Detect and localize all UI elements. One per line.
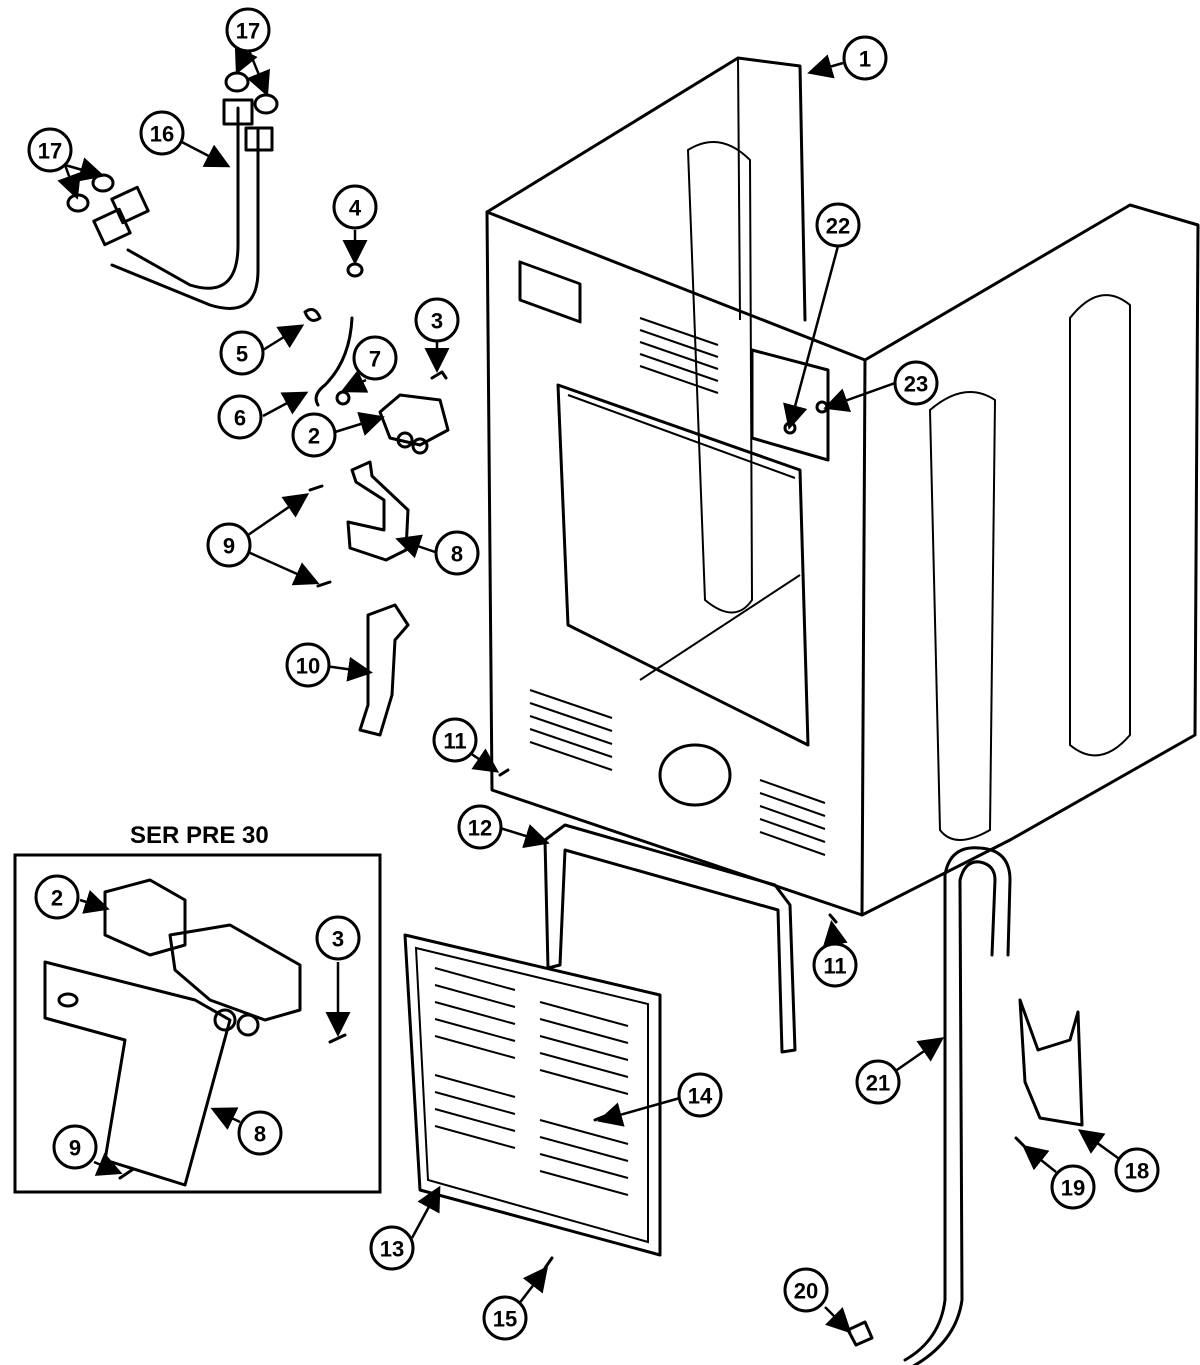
svg-text:14: 14 bbox=[688, 1084, 713, 1109]
inset-callout-3: 3 bbox=[315, 915, 361, 961]
screw bbox=[1014, 1136, 1026, 1148]
svg-text:1: 1 bbox=[859, 47, 871, 72]
hose-clamp bbox=[846, 1320, 874, 1347]
callout-6: 6 bbox=[217, 394, 263, 440]
callout-8: 8 bbox=[434, 530, 480, 576]
leader-lines bbox=[57, 46, 1119, 1334]
screw bbox=[316, 580, 332, 588]
svg-text:3: 3 bbox=[332, 927, 344, 952]
svg-text:7: 7 bbox=[369, 347, 381, 372]
svg-text:22: 22 bbox=[826, 214, 850, 239]
callout-15: 15 bbox=[482, 1295, 528, 1341]
callout-21: 21 bbox=[855, 1059, 901, 1105]
screw bbox=[430, 370, 448, 380]
valve-bracket bbox=[346, 460, 410, 562]
svg-text:9: 9 bbox=[223, 534, 235, 559]
callout-17-left: 17 bbox=[27, 127, 73, 173]
hose-bracket bbox=[358, 603, 410, 737]
callout-1: 1 bbox=[842, 35, 888, 81]
callout-4: 4 bbox=[332, 184, 378, 230]
callout-7: 7 bbox=[352, 335, 398, 381]
screw bbox=[815, 400, 829, 414]
hose-guide bbox=[1018, 998, 1084, 1127]
inset-callout-8: 8 bbox=[237, 1110, 283, 1156]
svg-text:3: 3 bbox=[431, 309, 443, 334]
svg-text:17: 17 bbox=[236, 19, 260, 44]
callout-19: 19 bbox=[1050, 1164, 1096, 1210]
svg-text:13: 13 bbox=[380, 1237, 404, 1262]
svg-text:8: 8 bbox=[254, 1122, 266, 1147]
svg-text:4: 4 bbox=[349, 196, 362, 221]
screw bbox=[498, 768, 510, 777]
cabinet bbox=[485, 56, 1200, 917]
callout-3: 3 bbox=[414, 297, 460, 343]
inset-callout-9: 9 bbox=[52, 1124, 98, 1170]
access-panel bbox=[403, 933, 662, 1257]
screw bbox=[543, 1256, 554, 1270]
screw bbox=[308, 484, 324, 492]
inlet-hoses bbox=[92, 98, 274, 310]
svg-text:2: 2 bbox=[308, 424, 320, 449]
callout-11-left: 11 bbox=[432, 717, 478, 763]
svg-text:6: 6 bbox=[234, 406, 246, 431]
svg-text:5: 5 bbox=[236, 342, 248, 367]
callout-13: 13 bbox=[369, 1225, 415, 1271]
svg-text:8: 8 bbox=[451, 542, 463, 567]
svg-text:12: 12 bbox=[468, 816, 492, 841]
callout-16: 16 bbox=[139, 110, 185, 156]
svg-text:10: 10 bbox=[296, 654, 320, 679]
screw bbox=[828, 913, 838, 924]
callout-22: 22 bbox=[815, 202, 861, 248]
callout-5: 5 bbox=[219, 330, 265, 376]
svg-text:9: 9 bbox=[69, 1136, 81, 1161]
svg-text:17: 17 bbox=[38, 139, 62, 164]
front-brace bbox=[543, 823, 797, 1054]
callout-20: 20 bbox=[783, 1267, 829, 1313]
callout-17-top: 17 bbox=[225, 7, 271, 53]
callouts: 1 17 17 16 4 22 3 5 7 23 6 2 9 8 10 11 1… bbox=[27, 7, 1160, 1341]
callout-9: 9 bbox=[206, 522, 252, 568]
svg-text:19: 19 bbox=[1061, 1176, 1085, 1201]
svg-text:16: 16 bbox=[150, 122, 174, 147]
svg-text:21: 21 bbox=[866, 1071, 890, 1096]
inset-title: SER PRE 30 bbox=[130, 822, 269, 849]
service-inset: SER PRE 30 bbox=[13, 822, 382, 1194]
svg-text:23: 23 bbox=[904, 372, 928, 397]
svg-text:20: 20 bbox=[794, 1279, 818, 1304]
svg-text:18: 18 bbox=[1125, 1159, 1149, 1184]
small-parts bbox=[303, 262, 364, 407]
svg-text:11: 11 bbox=[443, 729, 466, 754]
inset-callout-2: 2 bbox=[34, 874, 80, 920]
drain-hose bbox=[903, 846, 1012, 1365]
callout-2: 2 bbox=[291, 412, 337, 458]
callout-10: 10 bbox=[285, 642, 331, 688]
callout-11-right: 11 bbox=[812, 942, 858, 988]
svg-text:11: 11 bbox=[823, 954, 846, 979]
svg-text:15: 15 bbox=[493, 1307, 517, 1332]
callout-14: 14 bbox=[677, 1072, 723, 1118]
callout-18: 18 bbox=[1114, 1147, 1160, 1193]
callout-23: 23 bbox=[893, 360, 939, 406]
svg-text:2: 2 bbox=[51, 886, 63, 911]
callout-12: 12 bbox=[457, 804, 503, 850]
water-valve bbox=[378, 393, 450, 455]
